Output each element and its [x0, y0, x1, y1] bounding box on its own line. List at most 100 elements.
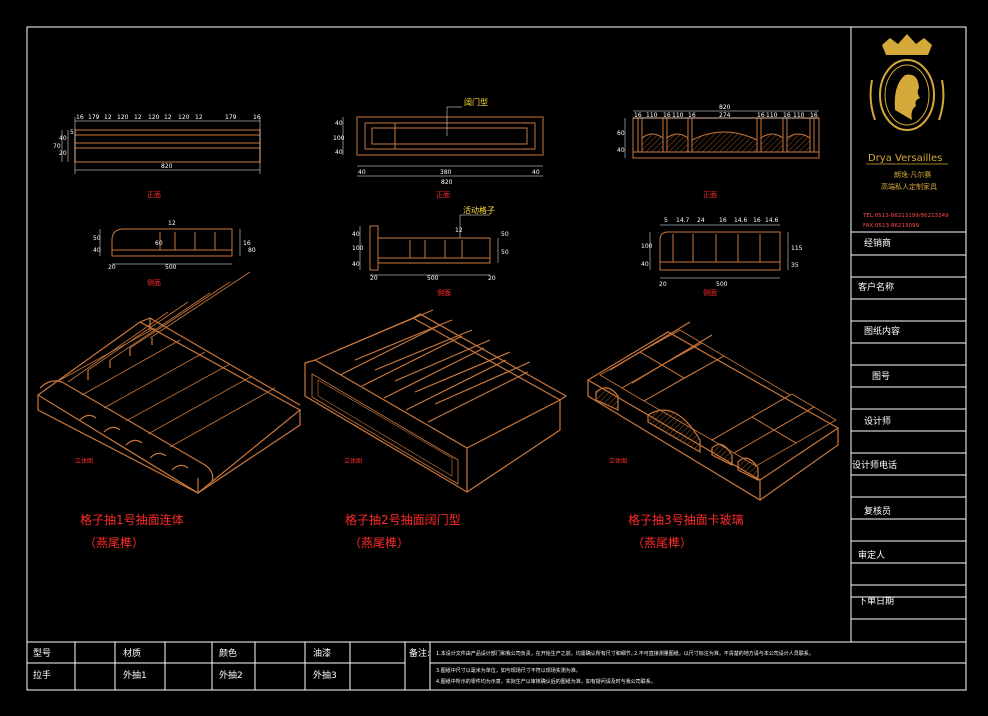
dim-text: 40 [641, 261, 649, 268]
drawer1-side-label: 侧面 [147, 278, 161, 287]
dim-text: 110 [766, 112, 778, 119]
drawer1-front-dim-text: 16 179 12 120 12 120 12 120 12 179 16 82… [53, 114, 261, 170]
dim-text: 40 [352, 231, 360, 238]
dim-text: 40 [532, 169, 540, 176]
drawer2-subtitle: （燕尾榫） [349, 535, 409, 550]
drawer3-side-dim-text: 5 14.7 24 16 14.6 16 14.6 500 20 40 100 … [641, 217, 803, 288]
label-drawer-out-3: 外抽3 [313, 669, 337, 681]
dim-text: 500 [427, 275, 439, 282]
dim-text: 20 [59, 150, 67, 157]
drawer1-front-label: 正面 [147, 191, 161, 199]
dim-text: 40 [358, 169, 366, 176]
brand-fax: FAX:0513-86213099 [863, 223, 920, 229]
dim-text: 16 [634, 112, 642, 119]
dim-text: 14.7 [676, 217, 690, 224]
dim-text: 5 [664, 217, 668, 224]
drawer1-isometric [36, 271, 302, 494]
title-block-client: 客户名称 [858, 281, 894, 293]
title-block-order-date: 下单日期 [858, 595, 894, 607]
label-model: 型号 [33, 648, 51, 659]
dim-text: 12 [195, 114, 203, 121]
note-line-1b: 2.不可直接测量图纸，以尺寸标注为准，不清楚的地方请与本公司设计人员联系。 [634, 650, 814, 657]
label-paint: 油漆 [313, 647, 331, 659]
drawer1-front-dimensions [61, 117, 261, 174]
brand-logo: Drya Versailles 朗逸·凡尔赛 高端私人定制家具 TEL:0513… [862, 34, 949, 229]
notes-label: 备注: [409, 647, 430, 659]
dim-text: 12 [164, 114, 172, 121]
drawer2-door-callout: 阔门型 [464, 97, 488, 107]
drawer2-side-dim-text: 12 500 20 50 40 100 40 50 20 [352, 227, 509, 282]
label-color: 颜色 [219, 647, 237, 659]
dim-text: 16 [719, 217, 727, 224]
drawer2-side-label: 侧面 [437, 288, 451, 297]
label-drawer-out-1: 外抽1 [123, 669, 147, 681]
drawer2-front-dimensions [342, 106, 543, 177]
label-material: 材质 [123, 647, 141, 659]
dim-text: 110 [793, 112, 805, 119]
brand-slogan: 高端私人定制家具 [881, 182, 937, 191]
drawer1-iso-label: 立体图 [75, 457, 93, 465]
dim-text: 40 [617, 147, 625, 154]
dim-text: 40 [93, 247, 101, 254]
label-handle: 拉手 [33, 669, 51, 681]
dim-text: 50 [93, 235, 101, 242]
dim-text: 500 [165, 264, 177, 271]
drawer1-side-dim-text: 12 500 20 16 50 40 60 80 [93, 220, 256, 271]
drawer3-front-dim-text: 820 16 110 16 110 16 274 16 110 16 110 1… [617, 104, 818, 154]
dim-text: 16 [757, 112, 765, 119]
dim-text: 12 [168, 220, 176, 227]
dim-text: 100 [641, 243, 653, 250]
dim-text: 16 [76, 114, 84, 121]
dim-text: 110 [672, 112, 684, 119]
dim-text: 5 [70, 129, 74, 136]
title-block-approver: 审定人 [858, 549, 885, 561]
label-drawer-out-2: 外抽2 [219, 669, 243, 681]
dim-text: 16 [243, 240, 251, 247]
title-block-dealer: 经销商 [864, 237, 891, 249]
drawer3-side-dimensions [649, 224, 789, 279]
dim-text: 16 [783, 112, 791, 119]
brand-cn-name: 朗逸·凡尔赛 [894, 170, 931, 179]
dim-text: 120 [178, 114, 190, 121]
drawer3-title: 格子抽3号抽面卡玻璃 [628, 512, 744, 527]
drawer3-isometric [586, 321, 840, 502]
dim-text: 60 [155, 240, 163, 247]
title-block-designer-phone: 设计师电话 [852, 459, 897, 471]
note-line-2: 3.图纸中尺寸以毫米为单位，如与现场尺寸不符以现场实测为准。 [436, 667, 581, 674]
dim-text: 16 [688, 112, 696, 119]
dim-text: 12 [134, 114, 142, 121]
dim-text: 110 [646, 112, 658, 119]
drawer3-front-label: 正面 [703, 191, 717, 199]
drawer2-front-label: 正面 [436, 191, 450, 199]
dim-text: 820 [161, 163, 173, 170]
drawer3-subtitle: （燕尾榫） [632, 535, 692, 550]
dim-text: 80 [248, 247, 256, 254]
dim-text: 40 [352, 261, 360, 268]
drawer2-iso-label: 立体图 [344, 457, 362, 465]
dim-text: 12 [455, 227, 463, 234]
drawer3-side-label: 侧面 [703, 288, 717, 297]
dim-text: 100 [333, 135, 345, 142]
dim-text: 179 [225, 114, 237, 121]
dim-text: 16 [753, 217, 761, 224]
drawer3-front-dimensions [624, 110, 819, 158]
dim-text: 35 [791, 262, 799, 269]
dim-text: 50 [501, 249, 509, 256]
dim-text: 70 [53, 143, 61, 150]
dim-text: 115 [791, 245, 803, 252]
dim-text: 50 [501, 231, 509, 238]
brand-tel: TEL:0513-86213199/86213249 [862, 213, 949, 219]
drawer3-front-view [632, 117, 820, 159]
dim-text: 500 [716, 281, 728, 288]
drawer1-side-view [111, 228, 233, 257]
title-block-designer: 设计师 [864, 415, 891, 427]
dim-text: 820 [441, 179, 453, 186]
dim-text: 100 [352, 245, 364, 252]
drawer2-side-view [369, 225, 491, 271]
drawer2-isometric [304, 309, 568, 494]
title-block-content: 图纸内容 [864, 325, 900, 337]
dim-text: 120 [117, 114, 129, 121]
dim-text: 16 [810, 112, 818, 119]
dim-text: 274 [719, 112, 731, 119]
